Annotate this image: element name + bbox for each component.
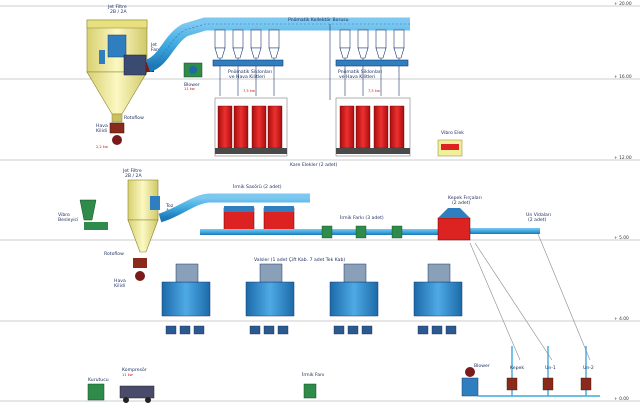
semolina-purifiers: [321, 225, 403, 239]
flour1-label: Un-1: [545, 365, 556, 371]
blower-top: [183, 62, 203, 78]
level-label: + 5.00: [614, 235, 629, 241]
compressor-power: 11 kw: [122, 373, 133, 377]
plansifter-right: [335, 97, 411, 157]
cyclone-rods-right: [329, 24, 409, 100]
bran-finisher: [437, 208, 471, 241]
dust-collector-label: Toz: [165, 203, 174, 209]
level-label: + 12.00: [614, 155, 632, 161]
jet-filter-mid-label: Jet Filtre: [122, 168, 142, 174]
cyclones-left-label: Pnömatik Siklonları: [228, 69, 272, 75]
scourers: [223, 206, 295, 233]
plansifter-label: Kare Elekler (2 adet): [290, 162, 337, 168]
fan-top-label: Jet: [150, 42, 157, 48]
level-label: + 20.00: [614, 1, 632, 7]
flour-screw-label: Un Vidaları: [526, 212, 551, 218]
pneumatic-lines: [469, 233, 600, 397]
flour-screw-label2: (2 adet): [528, 217, 547, 223]
bran-bottom-label: Kepek: [510, 365, 524, 371]
blower-top-label: Blower: [184, 82, 200, 88]
airlock-top: [109, 122, 125, 145]
cyclones-right-label: Pnömatik Siklonları: [338, 69, 382, 75]
jet-filter-top-label2: 2B / 2A: [110, 9, 127, 15]
flour-fan-label: İrmik Fanı: [302, 371, 324, 378]
tank-label: Kurutucu: [88, 377, 109, 383]
vibro-sieve-label: Vibro Elek: [441, 130, 464, 136]
compressor-label: Kompresör: [122, 367, 147, 373]
plansifter-left: [214, 97, 288, 157]
scourer-label: İrmik Sasörü (2 adet): [233, 183, 282, 190]
compressor: [119, 385, 155, 403]
blower-top-power: 11 kw: [184, 87, 195, 91]
bran-finisher-label2: (2 adet): [452, 200, 471, 206]
plansifter-left-power: 7,5 kw: [243, 89, 255, 93]
cyclones-right: [339, 29, 405, 59]
fan-top-label2: Fan: [151, 47, 159, 53]
rotoflow-top-label: Rotoflow: [124, 115, 144, 121]
jet-filter-mid: [127, 179, 160, 253]
airlock-mid-label2: Kilidi: [114, 283, 125, 289]
airlock-top-power: 2,2 kw: [96, 145, 108, 149]
vibro-feeder: [79, 199, 108, 230]
airlock-top-label: Hava: [96, 123, 108, 129]
mid-conveyor: [200, 228, 540, 235]
blower-bottom-label: Blower: [474, 363, 490, 369]
cyclones-right-label2: ve Hava Kilitleri: [339, 74, 375, 80]
roller-mills-label: Valsler (1 adet Çift Kab. 7 adet Tek Kab…: [254, 257, 345, 263]
cyclones-left-label2: ve Hava Kilitleri: [229, 74, 265, 80]
jet-filter-mid-label2: 2B / 2A: [125, 173, 142, 179]
cyclone-rods-left: [212, 58, 284, 96]
bran-finisher-label: Kepek Fırçaları: [448, 195, 482, 201]
plansifter-right-power: 7,5 kw: [368, 89, 380, 93]
flour2-label: Un-2: [583, 365, 594, 371]
airlock-mid-label: Hava: [114, 278, 126, 284]
tank: [87, 383, 105, 401]
pneumatic-collector-label: Pnömatik Kollektör Borusu: [288, 17, 349, 23]
vibro-feeder-label: Vibro: [58, 212, 70, 218]
airlock-top-label2: Kilidi: [96, 128, 107, 134]
vibro-sieve: [437, 139, 463, 157]
airlock-mid: [133, 258, 147, 281]
flour-fan: [303, 383, 317, 399]
rotoflow-mid-label: Rotoflow: [104, 251, 124, 257]
jet-filter-top-label: Jet Filtre: [107, 4, 127, 10]
level-label: + 0.00: [614, 396, 629, 402]
level-labels: + 20.00 + 16.00 + 12.00 + 5.00 + 4.00 + …: [614, 1, 632, 402]
semolina-puri-label: İrmik Farkı (3 adet): [340, 214, 384, 221]
roller-mills: [161, 263, 463, 317]
pneumatic-collector-duct: [145, 17, 410, 73]
cyclones-left: [214, 29, 280, 59]
roller-motors: [165, 325, 457, 335]
level-label: + 4.00: [614, 316, 629, 322]
blower-bottom: [461, 367, 479, 397]
vibro-feeder-label2: Besleyici: [58, 217, 78, 223]
silo-airlocks: [506, 377, 592, 391]
level-label: + 16.00: [614, 74, 632, 80]
mid-duct: [158, 193, 310, 223]
